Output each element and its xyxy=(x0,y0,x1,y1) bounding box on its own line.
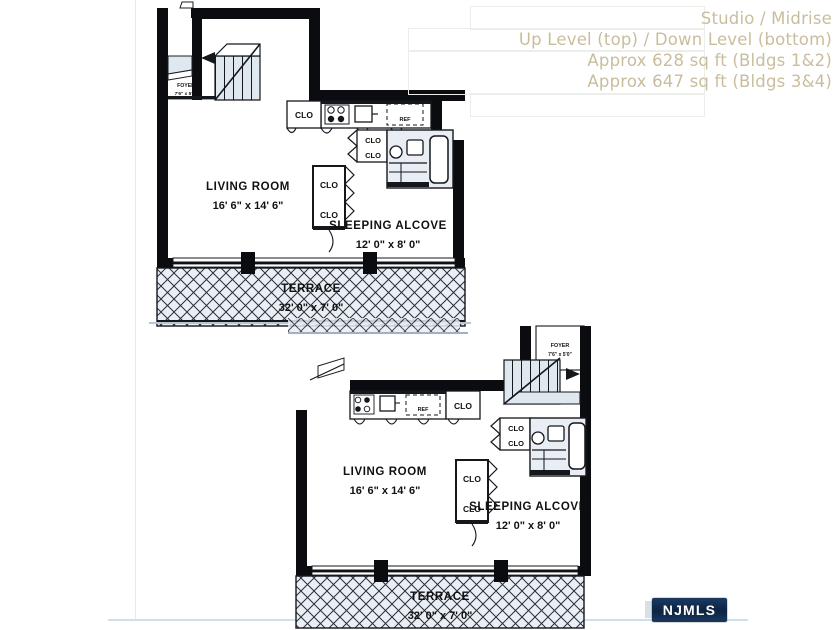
svg-text:FOYER: FOYER xyxy=(551,343,570,349)
caption-box-2 xyxy=(408,28,705,52)
lower-livingroom-closets: CLO CLO xyxy=(455,459,498,547)
svg-text:32' 0" x 7' 0": 32' 0" x 7' 0" xyxy=(408,610,473,622)
svg-text:CLO: CLO xyxy=(320,210,338,220)
svg-text:CLO: CLO xyxy=(463,474,481,484)
svg-text:SLEEPING ALCOVE: SLEEPING ALCOVE xyxy=(329,220,447,232)
njmls-watermark: NJMLS xyxy=(652,598,727,622)
sheet-left-edge xyxy=(135,0,136,620)
lower-closet-kitchen: CLO xyxy=(445,390,481,425)
caption-line-4: Approx 647 sq ft (Bldgs 3&4) xyxy=(587,72,832,91)
svg-text:FOYER: FOYER xyxy=(177,83,195,89)
svg-text:16' 6" x 14' 6": 16' 6" x 14' 6" xyxy=(350,485,421,497)
njmls-badge-tab xyxy=(645,601,654,618)
lower-staircase xyxy=(502,357,581,405)
svg-text:CLO: CLO xyxy=(508,439,524,448)
svg-text:12' 0" x 8' 0": 12' 0" x 8' 0" xyxy=(496,520,561,532)
svg-text:CLO: CLO xyxy=(295,110,313,120)
svg-text:7'6" x 5'0": 7'6" x 5'0" xyxy=(548,352,572,358)
upper-closet-kitchen: CLO xyxy=(286,100,322,134)
svg-text:CLO: CLO xyxy=(365,136,381,145)
caption-box-4 xyxy=(470,93,705,117)
upper-floor-plan: FOYER 7'6" x 5'0" REF xyxy=(149,1,471,327)
plan-caption: Studio / Midrise Up Level (top) / Down L… xyxy=(519,8,832,92)
svg-text:LIVING ROOM: LIVING ROOM xyxy=(343,466,427,478)
svg-text:7'6" x 5'0": 7'6" x 5'0" xyxy=(175,91,198,97)
svg-text:CLO: CLO xyxy=(508,424,524,433)
svg-text:REF: REF xyxy=(400,117,412,123)
svg-text:12' 0" x 8' 0": 12' 0" x 8' 0" xyxy=(356,239,421,251)
svg-text:CLO: CLO xyxy=(365,151,381,160)
caption-line-3: Approx 628 sq ft (Bldgs 1&2) xyxy=(587,51,832,70)
svg-text:CLO: CLO xyxy=(320,180,338,190)
svg-text:16' 6" x 14' 6": 16' 6" x 14' 6" xyxy=(213,200,284,212)
caption-line-1: Studio / Midrise xyxy=(700,9,832,28)
svg-text:TERRACE: TERRACE xyxy=(410,591,470,603)
lower-bathroom xyxy=(529,417,587,477)
upper-bathroom xyxy=(386,129,454,189)
svg-text:CLO: CLO xyxy=(454,401,472,411)
upper-bath-closets: CLO CLO xyxy=(347,129,388,163)
lower-kitchen: REF xyxy=(349,390,447,425)
svg-text:CLO: CLO xyxy=(463,504,481,514)
svg-text:LIVING ROOM: LIVING ROOM xyxy=(206,181,290,193)
upper-kitchen: REF xyxy=(320,100,432,129)
caption-box-1 xyxy=(470,6,705,30)
lower-floor-plan: FOYER 7'6" x 5'0" xyxy=(288,318,591,629)
upper-staircase xyxy=(201,43,261,101)
lower-bath-closets: CLO CLO xyxy=(490,417,531,451)
svg-text:TERRACE: TERRACE xyxy=(281,283,341,295)
lower-terrace: TERRACE 32' 0" x 7' 0" xyxy=(295,560,585,629)
svg-text:32' 0" x 7' 0": 32' 0" x 7' 0" xyxy=(279,302,344,314)
svg-text:SLEEPING ALCOVE: SLEEPING ALCOVE xyxy=(469,501,587,513)
caption-line-2: Up Level (top) / Down Level (bottom) xyxy=(518,30,832,49)
caption-box-3 xyxy=(408,50,705,95)
svg-text:REF: REF xyxy=(418,407,429,413)
upper-livingroom-closets: CLO CLO xyxy=(312,165,355,253)
